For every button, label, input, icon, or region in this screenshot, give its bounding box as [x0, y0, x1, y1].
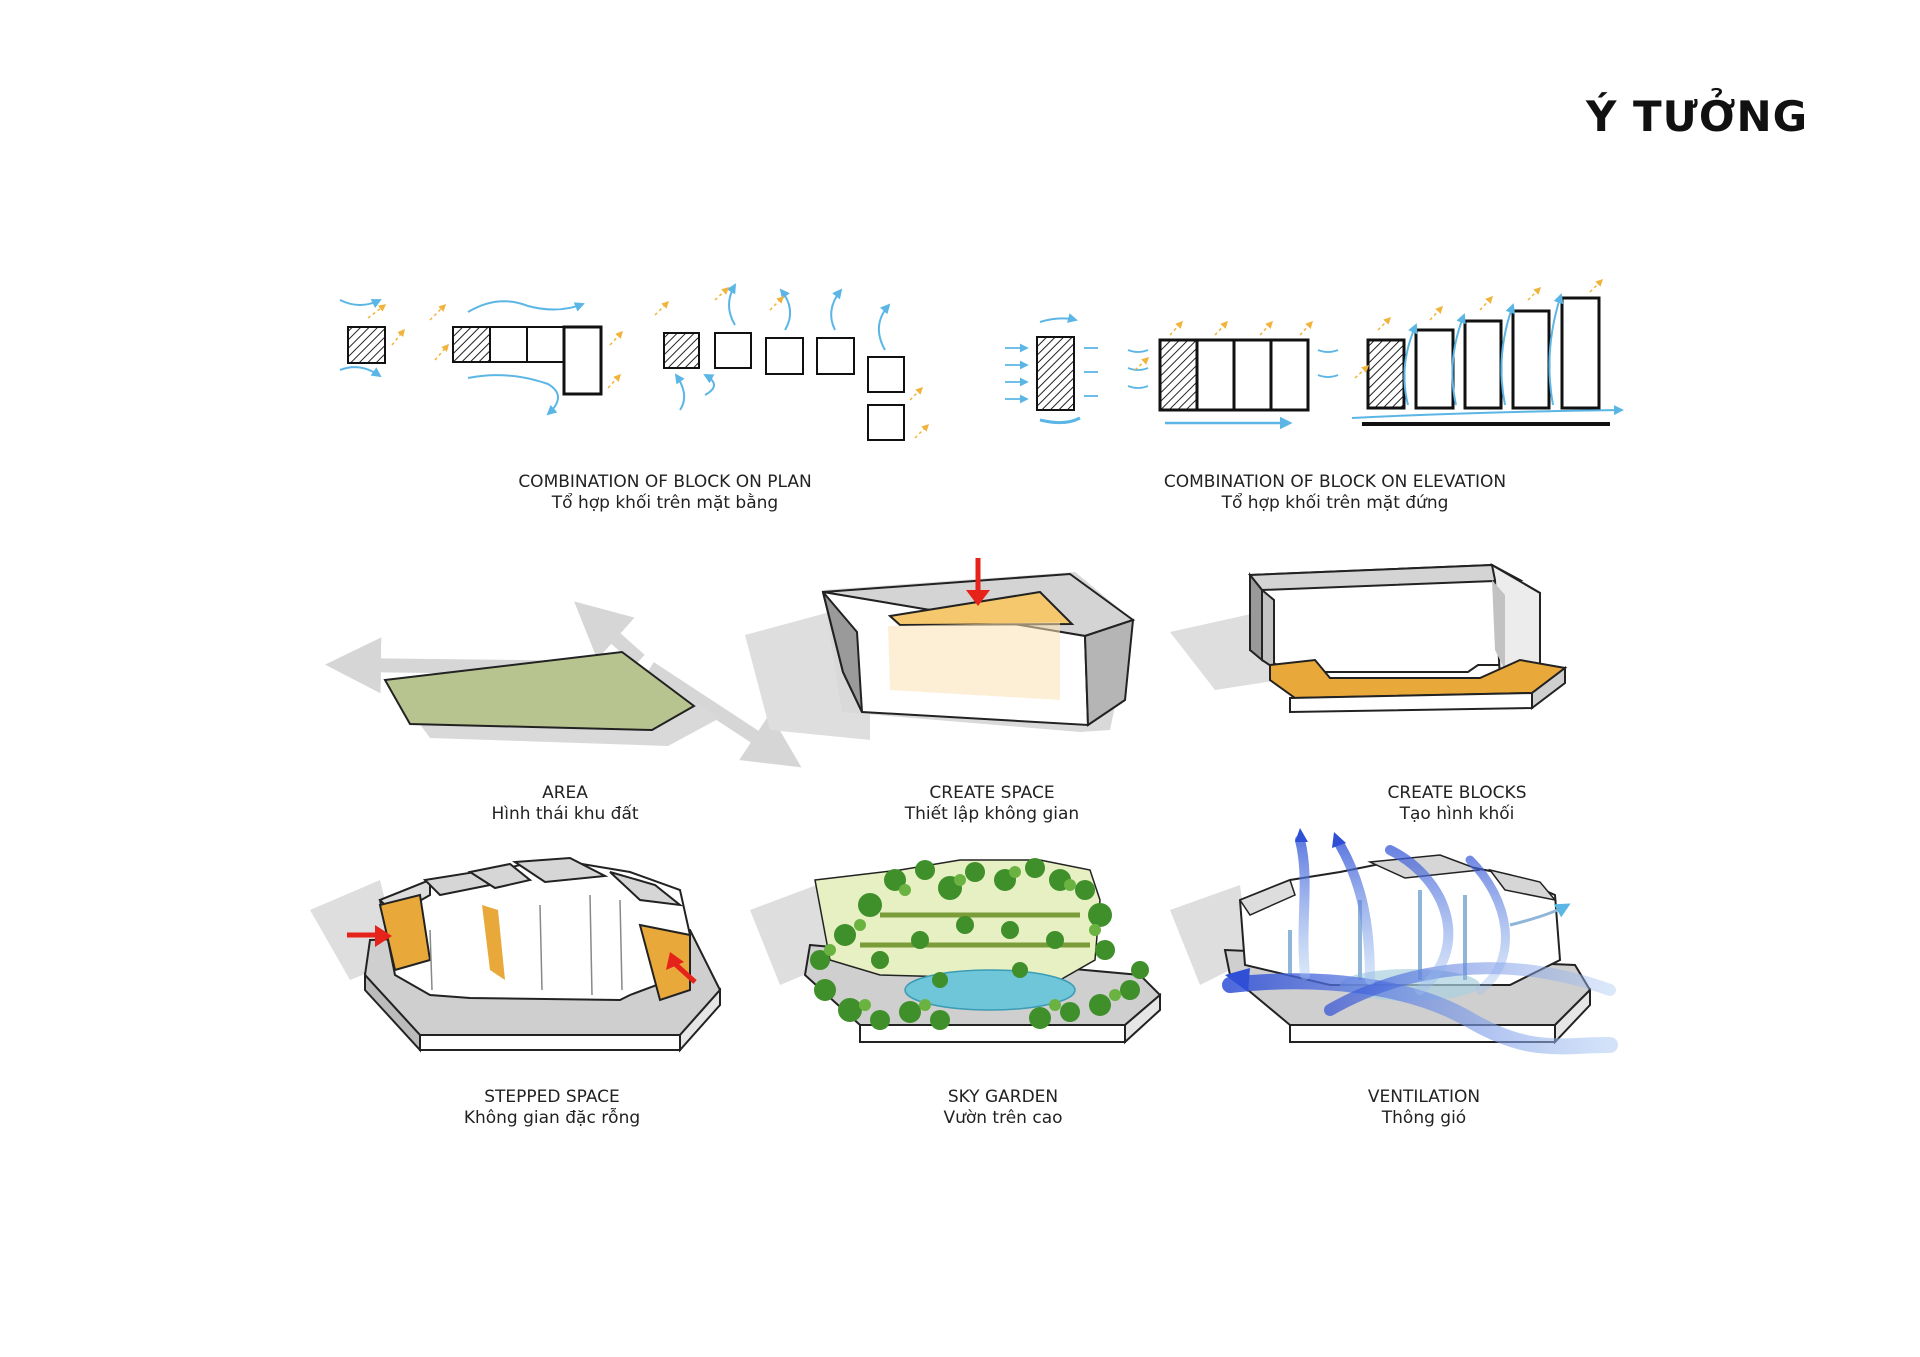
create-blocks-diagram: [1170, 563, 1568, 714]
plan-combination-diagram: [339, 283, 930, 441]
caption-stepped-space: STEPPED SPACE Không gian đặc rỗng: [342, 1087, 762, 1129]
caption-ventilation-vi: Thông gió: [1381, 1108, 1467, 1128]
caption-plan-vi: Tổ hợp khối trên mặt bằng: [551, 493, 779, 513]
caption-create-space-en: CREATE SPACE: [929, 783, 1055, 803]
elevation-step-1: [1005, 313, 1098, 425]
elevation-step-2: [1127, 320, 1339, 430]
caption-elevation-en: COMBINATION OF BLOCK ON ELEVATION: [1163, 472, 1507, 492]
plan-step-1: [339, 299, 405, 378]
caption-sky-garden-vi: Vườn trên cao: [943, 1108, 1063, 1128]
elevation-step-3: [1351, 278, 1624, 426]
caption-area-en: AREA: [542, 783, 588, 803]
plan-step-3: [654, 283, 930, 441]
caption-create-blocks-en: CREATE BLOCKS: [1387, 783, 1527, 803]
caption-area-vi: Hình thái khu đất: [491, 804, 639, 824]
area-site-diagram: [325, 601, 802, 768]
page-title: Ý TƯỞNG: [1586, 92, 1809, 141]
caption-create-blocks: CREATE BLOCKS Tạo hình khối: [1247, 783, 1667, 825]
ventilation-diagram: [1170, 828, 1618, 1055]
elevation-combination-diagram: [1005, 278, 1624, 430]
caption-create-space-vi: Thiết lập không gian: [904, 804, 1080, 824]
caption-plan-en: COMBINATION OF BLOCK ON PLAN: [518, 472, 812, 492]
caption-ventilation: VENTILATION Thông gió: [1214, 1087, 1634, 1129]
caption-stepped-space-en: STEPPED SPACE: [484, 1087, 620, 1107]
caption-create-blocks-vi: Tạo hình khối: [1399, 804, 1515, 824]
caption-sky-garden: SKY GARDEN Vườn trên cao: [793, 1087, 1213, 1129]
caption-stepped-space-vi: Không gian đặc rỗng: [463, 1108, 641, 1128]
caption-create-space: CREATE SPACE Thiết lập không gian: [782, 783, 1202, 825]
caption-ventilation-en: VENTILATION: [1367, 1087, 1481, 1107]
caption-sky-garden-en: SKY GARDEN: [947, 1087, 1059, 1107]
stepped-space-diagram: [310, 856, 722, 1053]
sky-garden-diagram: [750, 858, 1162, 1045]
plan-step-2: [429, 300, 624, 416]
caption-plan: COMBINATION OF BLOCK ON PLAN Tổ hợp khối…: [455, 472, 875, 514]
caption-elevation-vi: Tổ hợp khối trên mặt đứng: [1221, 493, 1449, 513]
caption-area: AREA Hình thái khu đất: [355, 783, 775, 825]
create-space-diagram: [745, 558, 1136, 740]
caption-elevation: COMBINATION OF BLOCK ON ELEVATION Tổ hợp…: [1125, 472, 1545, 514]
